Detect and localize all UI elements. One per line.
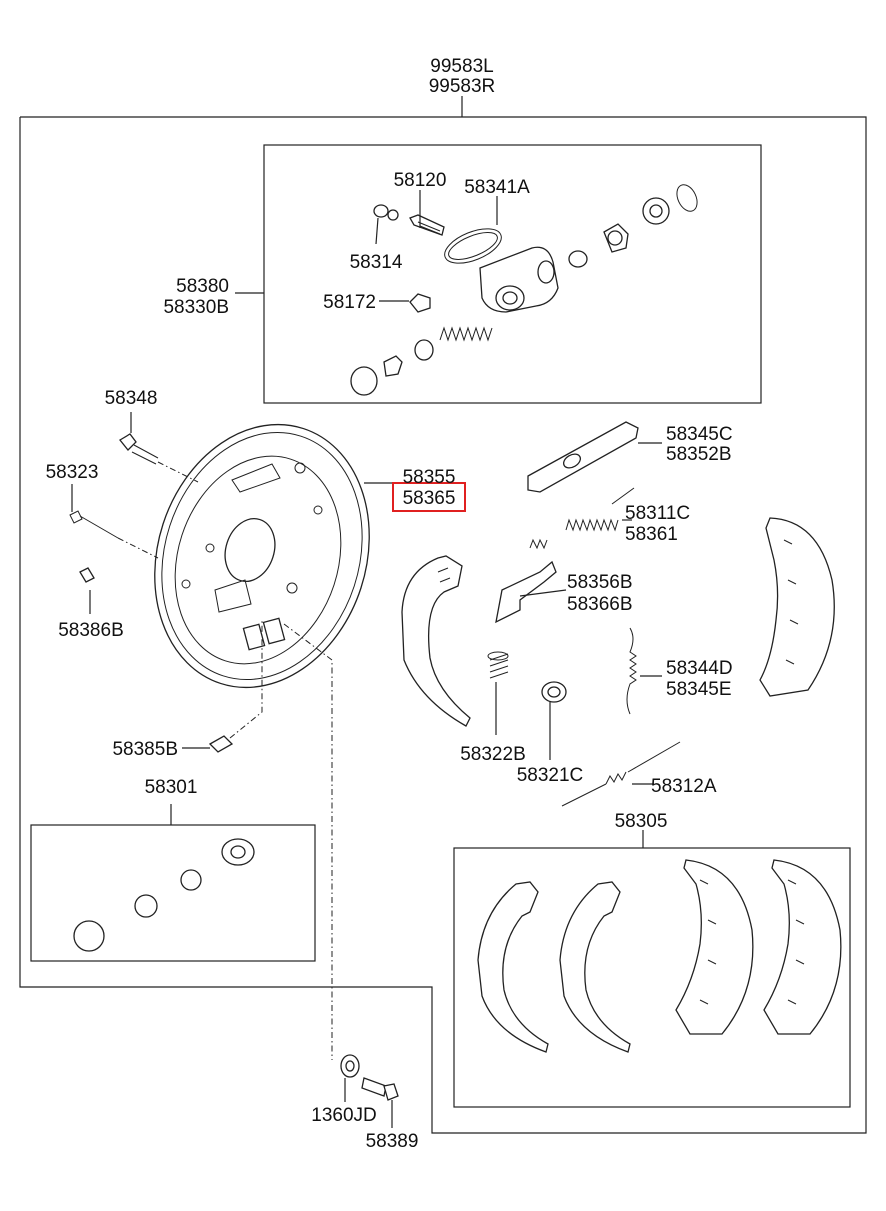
- label-58361: 58361: [625, 524, 678, 545]
- label-58301: 58301: [145, 777, 198, 798]
- label-58172: 58172: [323, 292, 376, 313]
- shoe-set-box: [453, 847, 851, 1108]
- label-58385b: 58385B: [112, 739, 178, 760]
- label-58345c: 58345C: [666, 424, 733, 445]
- label-58312a: 58312A: [651, 776, 717, 797]
- cylinder-kit-box: [30, 824, 316, 962]
- shoe-set-parts: [477, 859, 842, 1053]
- assembly-outline: [19, 116, 867, 1134]
- label-58352b: 58352B: [666, 444, 732, 465]
- label-1360jd: 1360JD: [311, 1105, 377, 1126]
- brake-shoe-upper-left: [401, 555, 471, 727]
- wheel-cylinder-box: [263, 144, 762, 404]
- label-58389: 58389: [366, 1131, 419, 1152]
- adjuster-parts: [487, 421, 681, 807]
- cylinder-kit-parts: [73, 838, 255, 952]
- label-assembly-l: 99583L: [430, 56, 493, 77]
- label-58311c: 58311C: [625, 503, 690, 524]
- label-58356b: 58356B: [567, 572, 633, 593]
- label-58305: 58305: [615, 811, 668, 832]
- label-58386b: 58386B: [58, 620, 124, 641]
- highlight-box: [392, 482, 466, 512]
- label-58322b: 58322B: [460, 744, 526, 765]
- label-58120: 58120: [394, 170, 447, 191]
- label-58314: 58314: [350, 252, 403, 273]
- backing-plate: [154, 423, 370, 689]
- label-58380: 58380: [176, 276, 229, 297]
- label-58341a: 58341A: [464, 177, 530, 198]
- label-58348: 58348: [105, 388, 158, 409]
- wheel-cylinder-parts: [350, 184, 698, 396]
- label-58355: 58355: [403, 467, 456, 488]
- label-58366b: 58366B: [567, 594, 633, 615]
- label-58323: 58323: [46, 462, 99, 483]
- label-58344d: 58344D: [666, 658, 733, 679]
- label-58365: 58365: [403, 488, 456, 509]
- label-58345e: 58345E: [666, 679, 732, 700]
- label-58330b: 58330B: [163, 297, 229, 318]
- brake-shoe-upper-right: [759, 517, 835, 697]
- label-58321c: 58321C: [517, 765, 584, 786]
- label-assembly-r: 99583R: [429, 76, 496, 97]
